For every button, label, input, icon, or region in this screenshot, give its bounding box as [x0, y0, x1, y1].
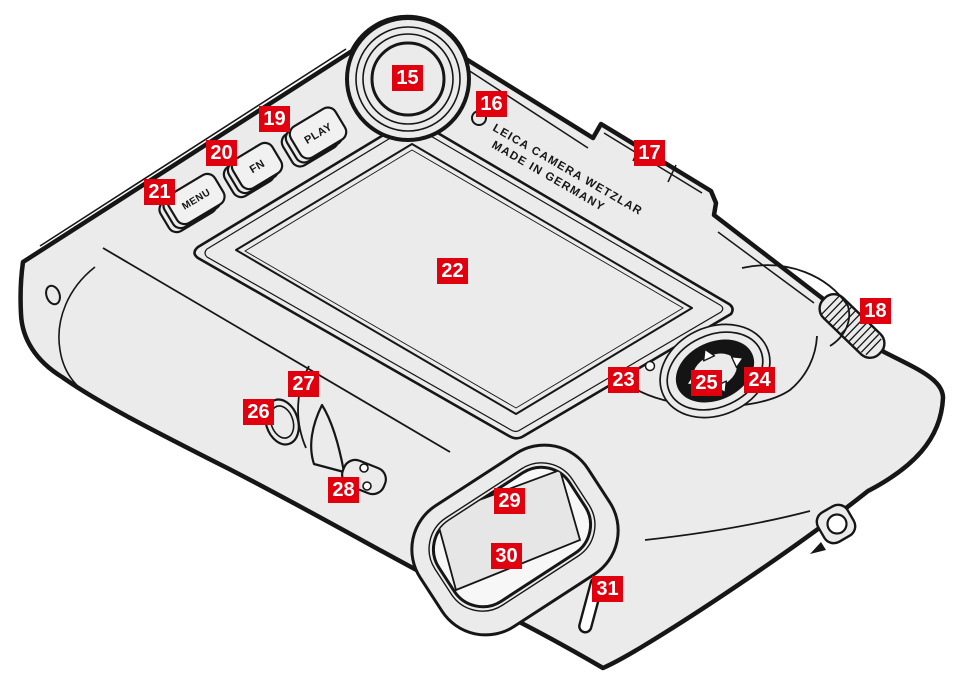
thumb-rest-lower-curve [627, 335, 818, 408]
callout-25: 25 [691, 370, 722, 396]
control-dial-inner [666, 331, 764, 411]
callout-20: 20 [206, 140, 237, 166]
status-led [644, 360, 656, 372]
top-plate-chamfer-right [461, 65, 589, 149]
top-plate-edge-left [39, 48, 347, 247]
latch-screw-bottom [362, 481, 372, 491]
eyepiece-ring-2 [355, 26, 461, 132]
strap-lug-shadow [810, 542, 826, 554]
callout-31: 31 [592, 576, 623, 602]
callout-23: 23 [608, 367, 639, 393]
strap-lug [810, 503, 857, 554]
callout-26: 26 [243, 399, 274, 425]
callout-22: 22 [437, 258, 468, 284]
thumb-rest-upper-curve [741, 264, 851, 347]
menu-button: MENU [158, 172, 226, 234]
strap-lug-hole [826, 513, 848, 535]
screen-display-inner-line [244, 149, 684, 409]
play-button-face [288, 106, 348, 160]
baseplate-seam [102, 247, 451, 453]
callout-17: 17 [634, 140, 665, 166]
hot-shoe-divider-2 [667, 164, 677, 183]
fn-button-face [230, 141, 284, 191]
baseplate-seam-right [644, 510, 811, 541]
endcap-seam-line [58, 266, 96, 397]
dpad-arrow-up [702, 348, 716, 362]
battery-compartment [410, 443, 620, 637]
battery-top-face [434, 468, 582, 592]
callout-19: 19 [259, 106, 290, 132]
menu-button-face [166, 172, 226, 226]
compartment-rim-mid [428, 462, 596, 612]
callout-15: 15 [392, 65, 423, 91]
fn-button: FN [222, 141, 284, 199]
callout-21: 21 [144, 179, 175, 205]
callout-28: 28 [328, 477, 359, 503]
dpad-arrow-right [730, 355, 744, 369]
tripod-socket-inner [269, 405, 295, 439]
thumb-rest [627, 264, 851, 408]
callout-24: 24 [744, 367, 775, 393]
callout-30: 30 [491, 543, 522, 569]
endcap-hole [45, 284, 61, 306]
callout-27: 27 [288, 371, 319, 397]
latch-screw-top [359, 463, 369, 473]
callout-29: 29 [494, 488, 525, 514]
play-button: PLAY [280, 106, 348, 168]
bottom-plate [102, 247, 811, 541]
top-plate-edge-rightsection [717, 231, 815, 304]
callout-18: 18 [860, 298, 891, 324]
eyepiece-ring-3 [362, 33, 454, 125]
callout-16: 16 [476, 91, 507, 117]
